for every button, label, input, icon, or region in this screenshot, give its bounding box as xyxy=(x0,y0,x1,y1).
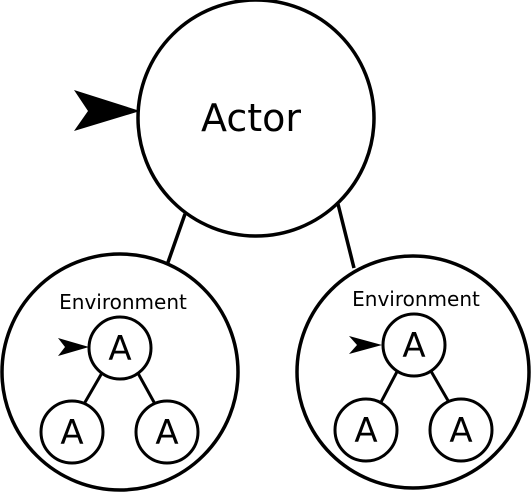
root-actor-circle xyxy=(136,0,376,238)
environment-right-child-right-circle xyxy=(428,397,494,463)
environment-right-actor-label: A xyxy=(402,326,425,366)
root-actor-label: Actor xyxy=(201,96,301,140)
environment-right-actor-incoming-arrow-icon xyxy=(349,336,382,354)
environment-left-actor-incoming-arrow-icon xyxy=(58,338,89,356)
environment-left-child-right-label: A xyxy=(155,413,178,453)
root-actor-node: Actor xyxy=(136,0,376,238)
environment-right-child-left-circle xyxy=(333,397,399,463)
edge-actor-to-environment-left xyxy=(164,213,187,269)
environment-left-child-right-circle xyxy=(134,399,200,465)
environment-left-label: Environment xyxy=(59,290,187,314)
environment-right: Environment A A A xyxy=(295,254,531,490)
environment-left-child-left-label: A xyxy=(60,413,83,453)
edge-right-actor-to-child-right xyxy=(426,365,452,405)
environment-left: Environment A A A xyxy=(0,252,240,492)
root-actor-incoming-arrow-icon xyxy=(74,90,140,131)
environment-left-actor-label: A xyxy=(108,329,131,369)
environment-right-actor-circle xyxy=(381,312,447,378)
environment-right-child-left-label: A xyxy=(354,411,377,451)
environment-right-child-right-label: A xyxy=(449,411,472,451)
environment-right-label: Environment xyxy=(352,287,480,311)
environment-left-child-left-circle xyxy=(39,399,105,465)
edge-actor-to-environment-right xyxy=(336,203,356,269)
environment-left-actor-circle xyxy=(87,315,153,381)
